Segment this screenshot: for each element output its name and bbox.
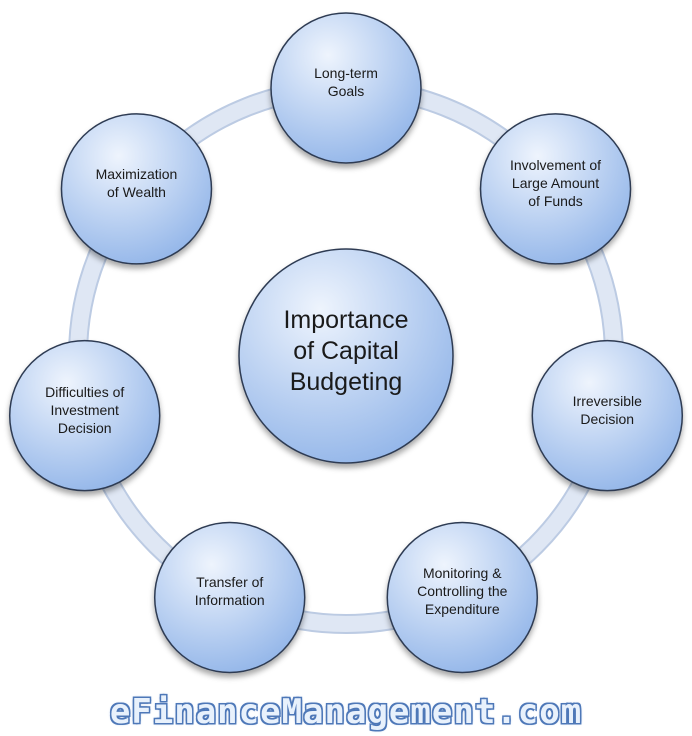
node-circle-6 [8,339,161,492]
node-circle-3 [531,339,684,492]
node-circle-1 [270,12,422,164]
site-watermark: eFinanceManagement.com [109,692,583,732]
node-circle-7 [60,113,213,265]
center-circle [238,248,454,464]
node-circle-2 [479,113,632,265]
node-circle-4 [386,521,539,674]
diagram-canvas [8,12,684,674]
node-circle-5 [153,521,306,674]
